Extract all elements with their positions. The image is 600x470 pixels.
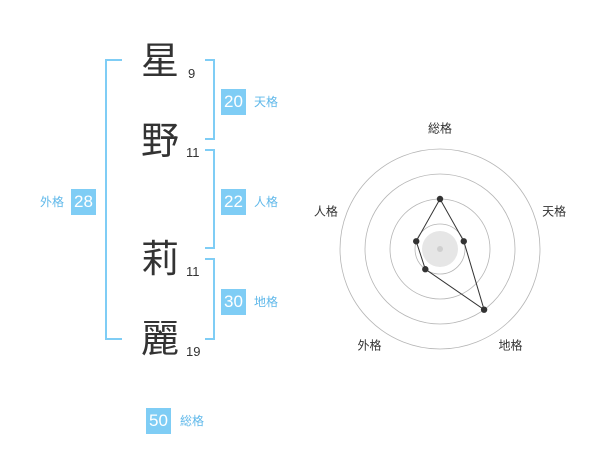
- chikaku-value: 30: [221, 289, 246, 315]
- stroke-count-3: 11: [186, 264, 200, 279]
- radar-ring-4: [339, 148, 541, 350]
- radar-center-dot: [437, 246, 443, 252]
- name-char-2: 野: [141, 119, 180, 163]
- chikaku-bracket: [205, 258, 215, 340]
- radar-point-3: [422, 266, 429, 273]
- tenkaku-label: 天格: [254, 95, 279, 109]
- gaikaku-bracket: [105, 59, 122, 340]
- soukaku-value: 50: [146, 408, 171, 434]
- jinkaku-bracket: [205, 149, 215, 249]
- soukaku-label: 総格: [180, 414, 205, 428]
- stroke-count-2: 11: [186, 145, 200, 160]
- radar-point-2: [480, 306, 488, 313]
- name-char-1: 星: [141, 39, 180, 83]
- gaikaku-label: 外格: [40, 195, 65, 209]
- radar-axis-label-1: 天格: [542, 203, 566, 218]
- gaikaku-value: 28: [71, 189, 96, 215]
- radar-polygon: [415, 197, 485, 311]
- jinkaku-value: 22: [221, 189, 246, 215]
- radar-point-4: [413, 238, 420, 245]
- radar-ring-3: [364, 173, 516, 325]
- stroke-count-4: 19: [186, 344, 201, 359]
- radar-axis-label-3: 外格: [357, 338, 381, 353]
- chikaku-label: 地格: [254, 295, 279, 309]
- radar-ring-1: [414, 223, 466, 275]
- radar-point-0: [436, 195, 444, 203]
- jinkaku-label: 人格: [254, 195, 279, 209]
- radar-axis-label-4: 人格: [314, 203, 338, 218]
- radar-axis-label-2: 地格: [499, 338, 523, 353]
- radar-axis-label-0: 総格: [428, 121, 452, 136]
- tenkaku-bracket: [205, 59, 215, 140]
- stroke-count-1: 9: [188, 66, 196, 81]
- tenkaku-value: 20: [221, 89, 246, 115]
- radar-point-1: [460, 238, 467, 245]
- name-char-3: 莉: [141, 237, 180, 281]
- name-char-4: 麗: [141, 317, 180, 361]
